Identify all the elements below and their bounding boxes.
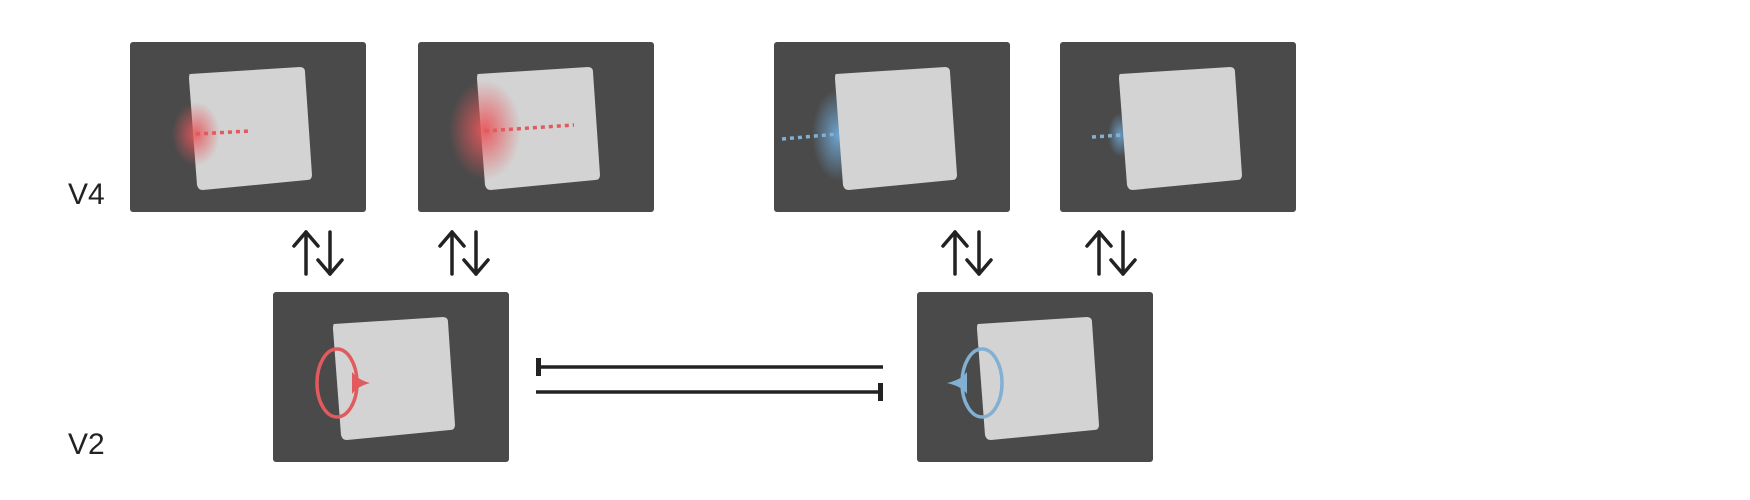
v2-panel-left: [273, 292, 509, 462]
v4-panel-1: [130, 42, 366, 212]
sheet-shape: [1119, 67, 1242, 190]
sheet-shape: [835, 67, 957, 190]
up-down-arrows-icon: [438, 230, 490, 276]
v4-panel-2: [418, 42, 654, 212]
dotted-edge-line: [1091, 133, 1123, 139]
v4-panel-3: [774, 42, 1010, 212]
inhibitory-connection-icon: [536, 383, 883, 401]
inhibitory-connection-icon: [536, 358, 883, 376]
up-down-arrows-icon: [941, 230, 993, 276]
up-down-arrows-icon: [292, 230, 344, 276]
contour-cusp: [352, 372, 370, 394]
level-label-v4: V4: [68, 178, 105, 211]
sheet-shape: [189, 67, 312, 190]
contour-cusp: [947, 372, 967, 394]
dotted-edge-line: [781, 132, 839, 141]
v2-panel-right: [917, 292, 1153, 462]
sheet-shape: [977, 317, 1099, 440]
v4-panel-4: [1060, 42, 1296, 212]
up-down-arrows-icon: [1085, 230, 1137, 276]
level-label-v2: V2: [68, 428, 105, 461]
sheet-shape: [333, 317, 455, 440]
dotted-edge-line: [484, 123, 575, 133]
dotted-edge-line: [195, 129, 251, 136]
